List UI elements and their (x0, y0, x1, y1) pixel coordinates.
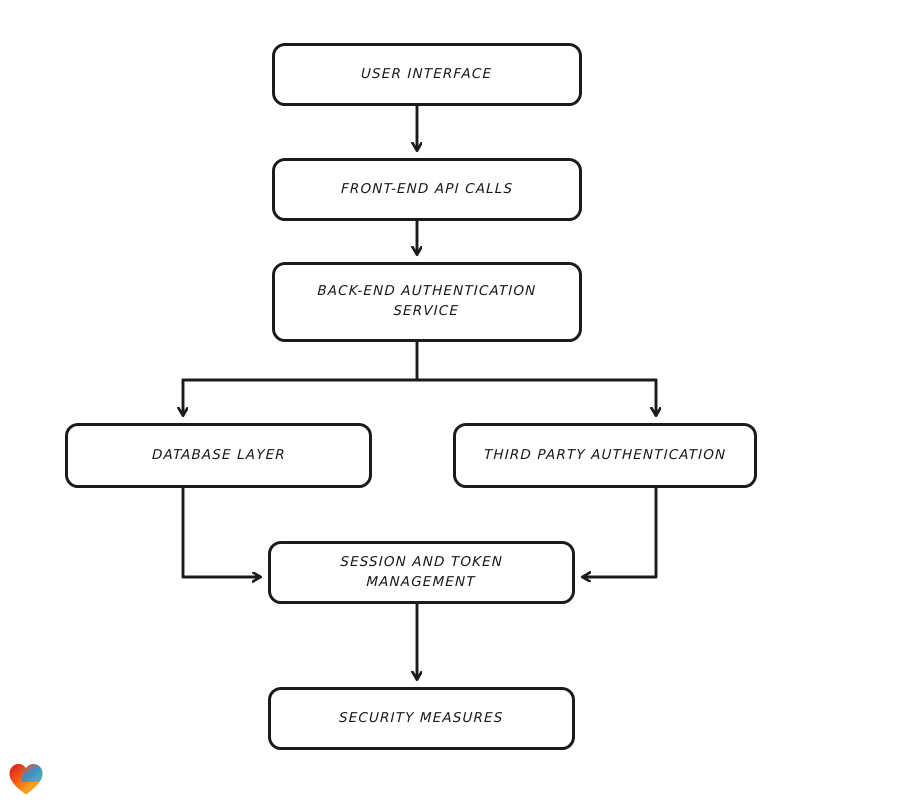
node-session-token-mgmt[interactable]: Session and Token Management (268, 541, 575, 604)
edge-database-to-session (181, 486, 260, 577)
node-third-party-auth[interactable]: Third Party Authentication (453, 423, 757, 488)
node-label-third-party-auth: Third Party Authentication (483, 446, 727, 463)
node-label-database-layer: Database Layer (151, 446, 286, 463)
node-backend-auth-service[interactable]: Back-end Authentication Service (272, 262, 582, 342)
edge-thirdparty-to-session (583, 486, 658, 577)
node-label-backend-auth-service: Back-end Authentication Service (317, 283, 538, 319)
node-label-session-token-mgmt: Session and Token Management (340, 553, 504, 590)
node-security-measures[interactable]: Security Measures (268, 687, 575, 750)
node-label-frontend-api-calls: Front-end API Calls (340, 180, 514, 197)
heart-icon (9, 764, 43, 795)
node-frontend-api-calls[interactable]: Front-end API Calls (272, 158, 582, 221)
node-label-security-measures: Security Measures (339, 709, 505, 726)
node-label-user-interface: User Interface (361, 65, 493, 82)
node-database-layer[interactable]: Database Layer (65, 423, 372, 488)
node-user-interface[interactable]: User Interface (272, 43, 582, 106)
